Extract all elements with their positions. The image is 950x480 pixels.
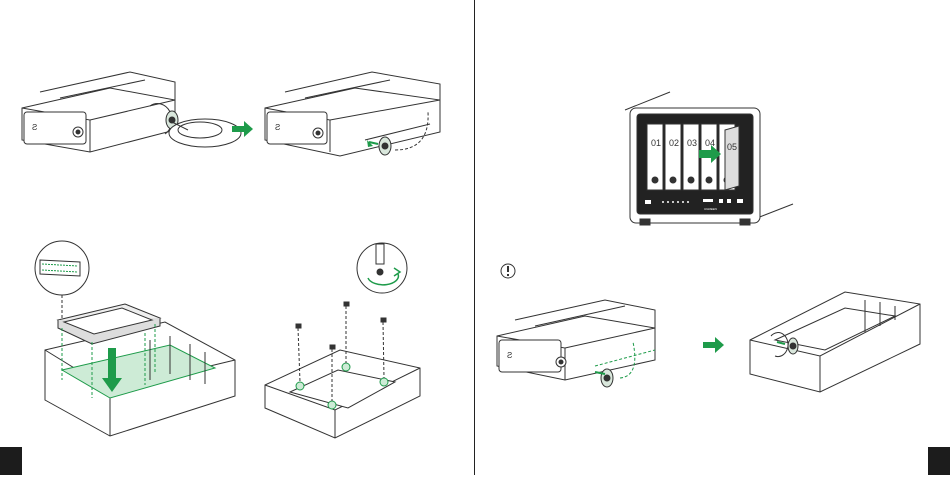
page-tab-right xyxy=(928,447,950,475)
sd-slot-icon xyxy=(703,199,713,202)
usb-port-icon xyxy=(727,199,731,203)
svg-text:Ƨ: Ƨ xyxy=(275,123,280,132)
nas-enclosure-illustration: 01 02 03 04 05 UGREEN xyxy=(625,92,793,225)
page-tab-left xyxy=(0,447,22,475)
right-page-illustrations: 01 02 03 04 05 UGREEN xyxy=(475,0,950,475)
right-page: 01 02 03 04 05 UGREEN xyxy=(475,0,950,475)
bay-label-3: 03 xyxy=(687,138,697,148)
usb-port-icon xyxy=(737,199,743,203)
screwdriver-zoom-inset xyxy=(357,243,407,293)
drive-connector-zoom-inset xyxy=(35,241,89,318)
green-right-arrow-icon xyxy=(703,337,724,353)
brand-text: UGREEN xyxy=(704,207,717,211)
drive-bays xyxy=(647,124,735,190)
left-page-illustrations: Ƨ Ƨ xyxy=(0,0,475,475)
usb-port-icon xyxy=(719,199,723,203)
screws-into-tray-illustration xyxy=(265,302,420,438)
bay-label-4: 04 xyxy=(705,138,715,148)
bay-label-1: 01 xyxy=(651,138,661,148)
svg-text:Ƨ: Ƨ xyxy=(32,123,37,132)
tray-detach-knob-illustration: Ƨ xyxy=(497,300,655,387)
exclamation-circle-icon xyxy=(501,264,515,278)
tray-remove-knob-illustration: Ƨ xyxy=(22,72,241,152)
bay-label-5: 05 xyxy=(727,142,737,152)
tray-rear-knob-illustration xyxy=(750,292,920,392)
hdd-into-tray-illustration xyxy=(45,304,235,436)
left-page: Ƨ Ƨ xyxy=(0,0,475,475)
tray-attach-knob-illustration: Ƨ xyxy=(265,72,440,156)
power-button-icon xyxy=(645,200,651,204)
bay-label-2: 02 xyxy=(669,138,679,148)
svg-text:Ƨ: Ƨ xyxy=(507,351,512,360)
